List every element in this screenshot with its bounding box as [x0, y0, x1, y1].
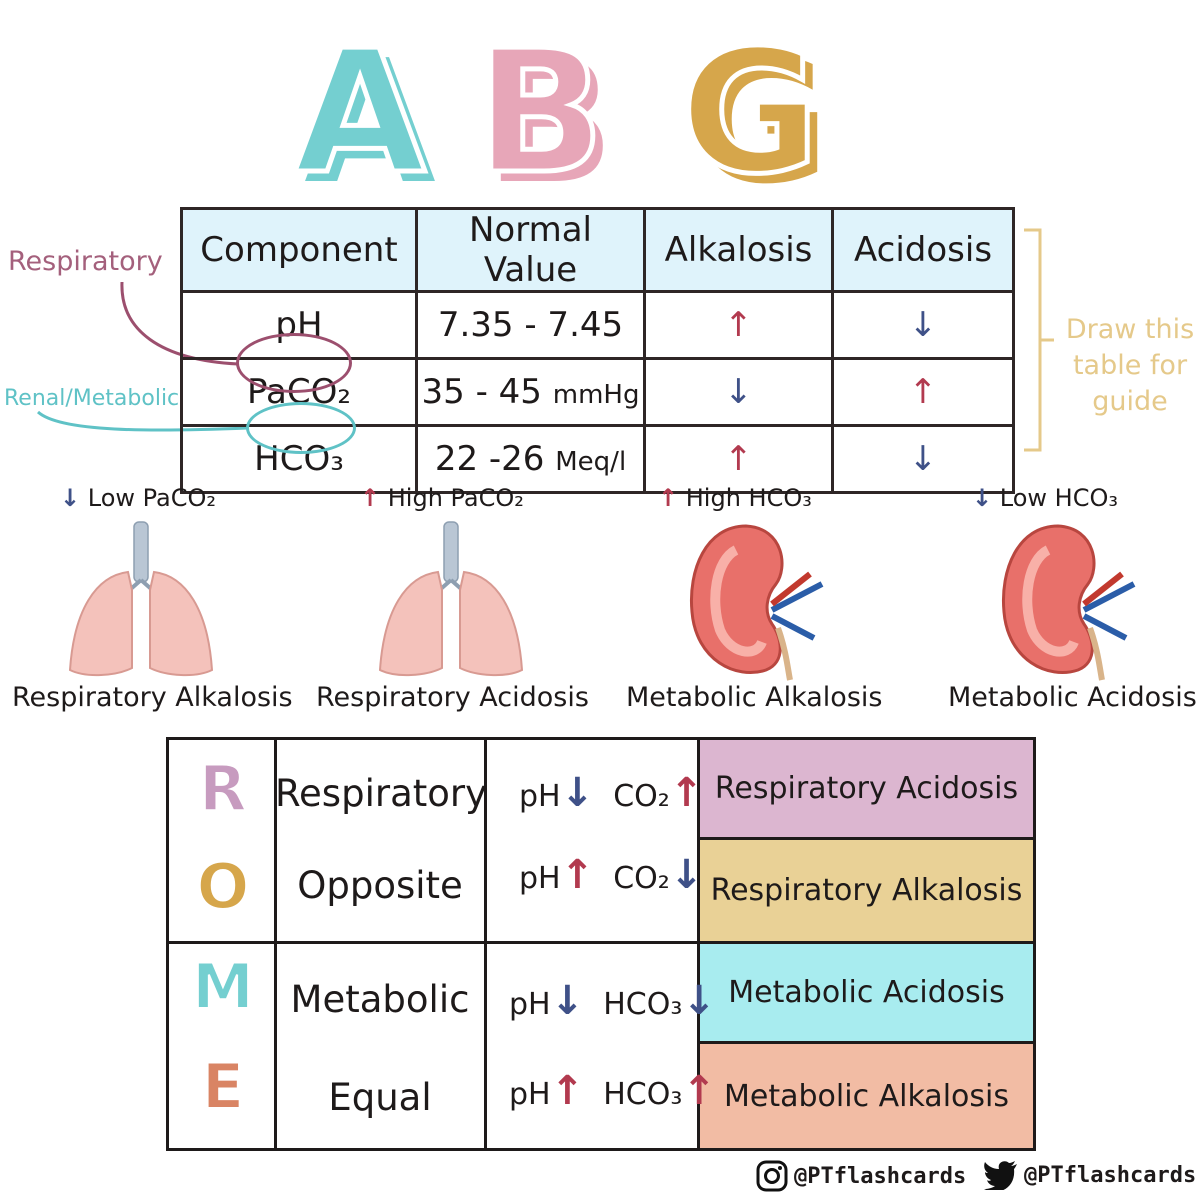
result-respiratory-alkalosis: Respiratory Alkalosis [697, 840, 1033, 944]
twitter-text: @PTflashcards [1024, 1162, 1197, 1188]
result-metabolic-acidosis: Metabolic Acidosis [697, 944, 1033, 1044]
rome-letter-e: E [201, 1049, 245, 1124]
divider [169, 941, 697, 944]
organ-name: Metabolic Alkalosis [626, 682, 883, 713]
ph-text: pH [509, 987, 551, 1022]
header-normal-value: Normal Value [415, 207, 646, 293]
kidney-icon [1001, 524, 1136, 681]
abg-reference-table: Component Normal Value Alkalosis Acidosi… [180, 207, 1015, 494]
instagram-handle[interactable]: @PTflashcards [756, 1160, 966, 1192]
title-letter-g: G [678, 14, 823, 212]
lungs-icon [68, 521, 214, 677]
arrow-down-icon: ↓ [831, 424, 1015, 494]
rome-word: Metabolic [290, 978, 470, 1021]
result-respiratory-acidosis: Respiratory Acidosis [697, 740, 1033, 840]
cell-normal-value: 35 - 45 mmHg [415, 357, 646, 427]
rome-word: Opposite [297, 864, 463, 907]
gas-text: HCO₃ [603, 1077, 683, 1112]
arrow-down-icon: ↓ [60, 484, 81, 512]
organ-name: Respiratory Acidosis [316, 682, 589, 713]
bracket-icon [1024, 228, 1054, 452]
caption-text: Low PaCO₂ [87, 484, 217, 512]
instagram-text: @PTflashcards [794, 1163, 967, 1189]
arrow-down-icon: ↓ [682, 978, 716, 1024]
table-header-row: Component Normal Value Alkalosis Acidosi… [180, 207, 1015, 293]
gas-text: HCO₃ [603, 987, 683, 1022]
rome-word: Respiratory [275, 772, 487, 815]
twitter-handle[interactable]: @PTflashcards [984, 1160, 1196, 1190]
arrow-up-icon: ↑ [550, 1068, 585, 1114]
gas-text: CO₂ [613, 861, 670, 896]
formula: pH↑ CO₂↓ [519, 852, 703, 898]
organ-caption: ↑ High PaCO₂ [360, 484, 524, 512]
rome-table: Respiratory Acidosis Respiratory Alkalos… [166, 737, 1036, 1151]
lungs-icon [378, 521, 524, 677]
rome-letter-m: M [191, 949, 255, 1024]
formula: pH↓ CO₂↑ [519, 770, 703, 816]
value-text: 7.35 - 7.45 [437, 305, 624, 345]
instagram-icon [756, 1160, 788, 1192]
header-alkalosis: Alkalosis [643, 207, 834, 293]
formula: pH↑ HCO₃↑ [509, 1068, 716, 1114]
organ-name: Metabolic Acidosis [948, 682, 1197, 713]
arrow-down-icon: ↓ [550, 978, 585, 1024]
arrow-up-icon: ↑ [360, 484, 381, 512]
ph-text: pH [519, 779, 561, 814]
organ-caption: ↑ High HCO₃ [658, 484, 812, 512]
arrow-up-icon: ↑ [831, 357, 1015, 427]
caption-text: Low HCO₃ [999, 484, 1118, 512]
arrow-down-icon: ↓ [560, 770, 595, 816]
gas-text: CO₂ [613, 779, 670, 814]
guide-note: Draw this table for guide [1065, 314, 1195, 417]
hco3-highlight-oval [246, 402, 356, 454]
value-text: 22 -26 [434, 439, 545, 479]
header-acidosis: Acidosis [831, 207, 1015, 293]
organ-caption: ↓ Low PaCO₂ [60, 484, 216, 512]
rome-word: Equal [328, 1076, 432, 1119]
title-letter-b: B [473, 14, 608, 212]
header-component: Component [180, 207, 418, 293]
divider [274, 740, 277, 1148]
respiratory-label: Respiratory [8, 246, 163, 277]
divider [484, 740, 487, 1148]
ph-text: pH [519, 861, 561, 896]
arrow-up-icon: ↑ [643, 290, 834, 360]
kidney-icon [689, 524, 824, 681]
paco2-highlight-oval [236, 333, 352, 393]
arrow-up-icon: ↑ [643, 424, 834, 494]
caption-text: High PaCO₂ [387, 484, 524, 512]
formula: pH↓ HCO₃↓ [509, 978, 716, 1024]
organ-name: Respiratory Alkalosis [12, 682, 293, 713]
cell-normal-value: 22 -26 Meq/l [415, 424, 646, 494]
unit-text: Meq/l [555, 447, 627, 477]
arrow-down-icon: ↓ [643, 357, 834, 427]
ph-text: pH [509, 1077, 551, 1112]
result-metabolic-alkalosis: Metabolic Alkalosis [697, 1044, 1033, 1148]
arrow-down-icon: ↓ [669, 852, 704, 898]
rome-letter-o: O [196, 849, 251, 924]
renal-metabolic-label: Renal/Metabolic [4, 386, 180, 411]
arrow-down-icon: ↓ [972, 484, 993, 512]
title-letter-a: A [292, 14, 429, 212]
twitter-icon [984, 1161, 1017, 1190]
arrow-up-icon: ↑ [669, 770, 704, 816]
arrow-down-icon: ↓ [831, 290, 1015, 360]
cell-normal-value: 7.35 - 7.45 [415, 290, 646, 360]
arrow-up-icon: ↑ [682, 1068, 716, 1114]
value-text: 35 - 45 [421, 372, 542, 412]
rome-letter-r: R [198, 751, 248, 826]
arrow-up-icon: ↑ [658, 484, 679, 512]
arrow-up-icon: ↑ [560, 852, 595, 898]
caption-text: High HCO₃ [685, 484, 812, 512]
unit-text: mmHg [552, 380, 640, 410]
organ-caption: ↓ Low HCO₃ [972, 484, 1118, 512]
